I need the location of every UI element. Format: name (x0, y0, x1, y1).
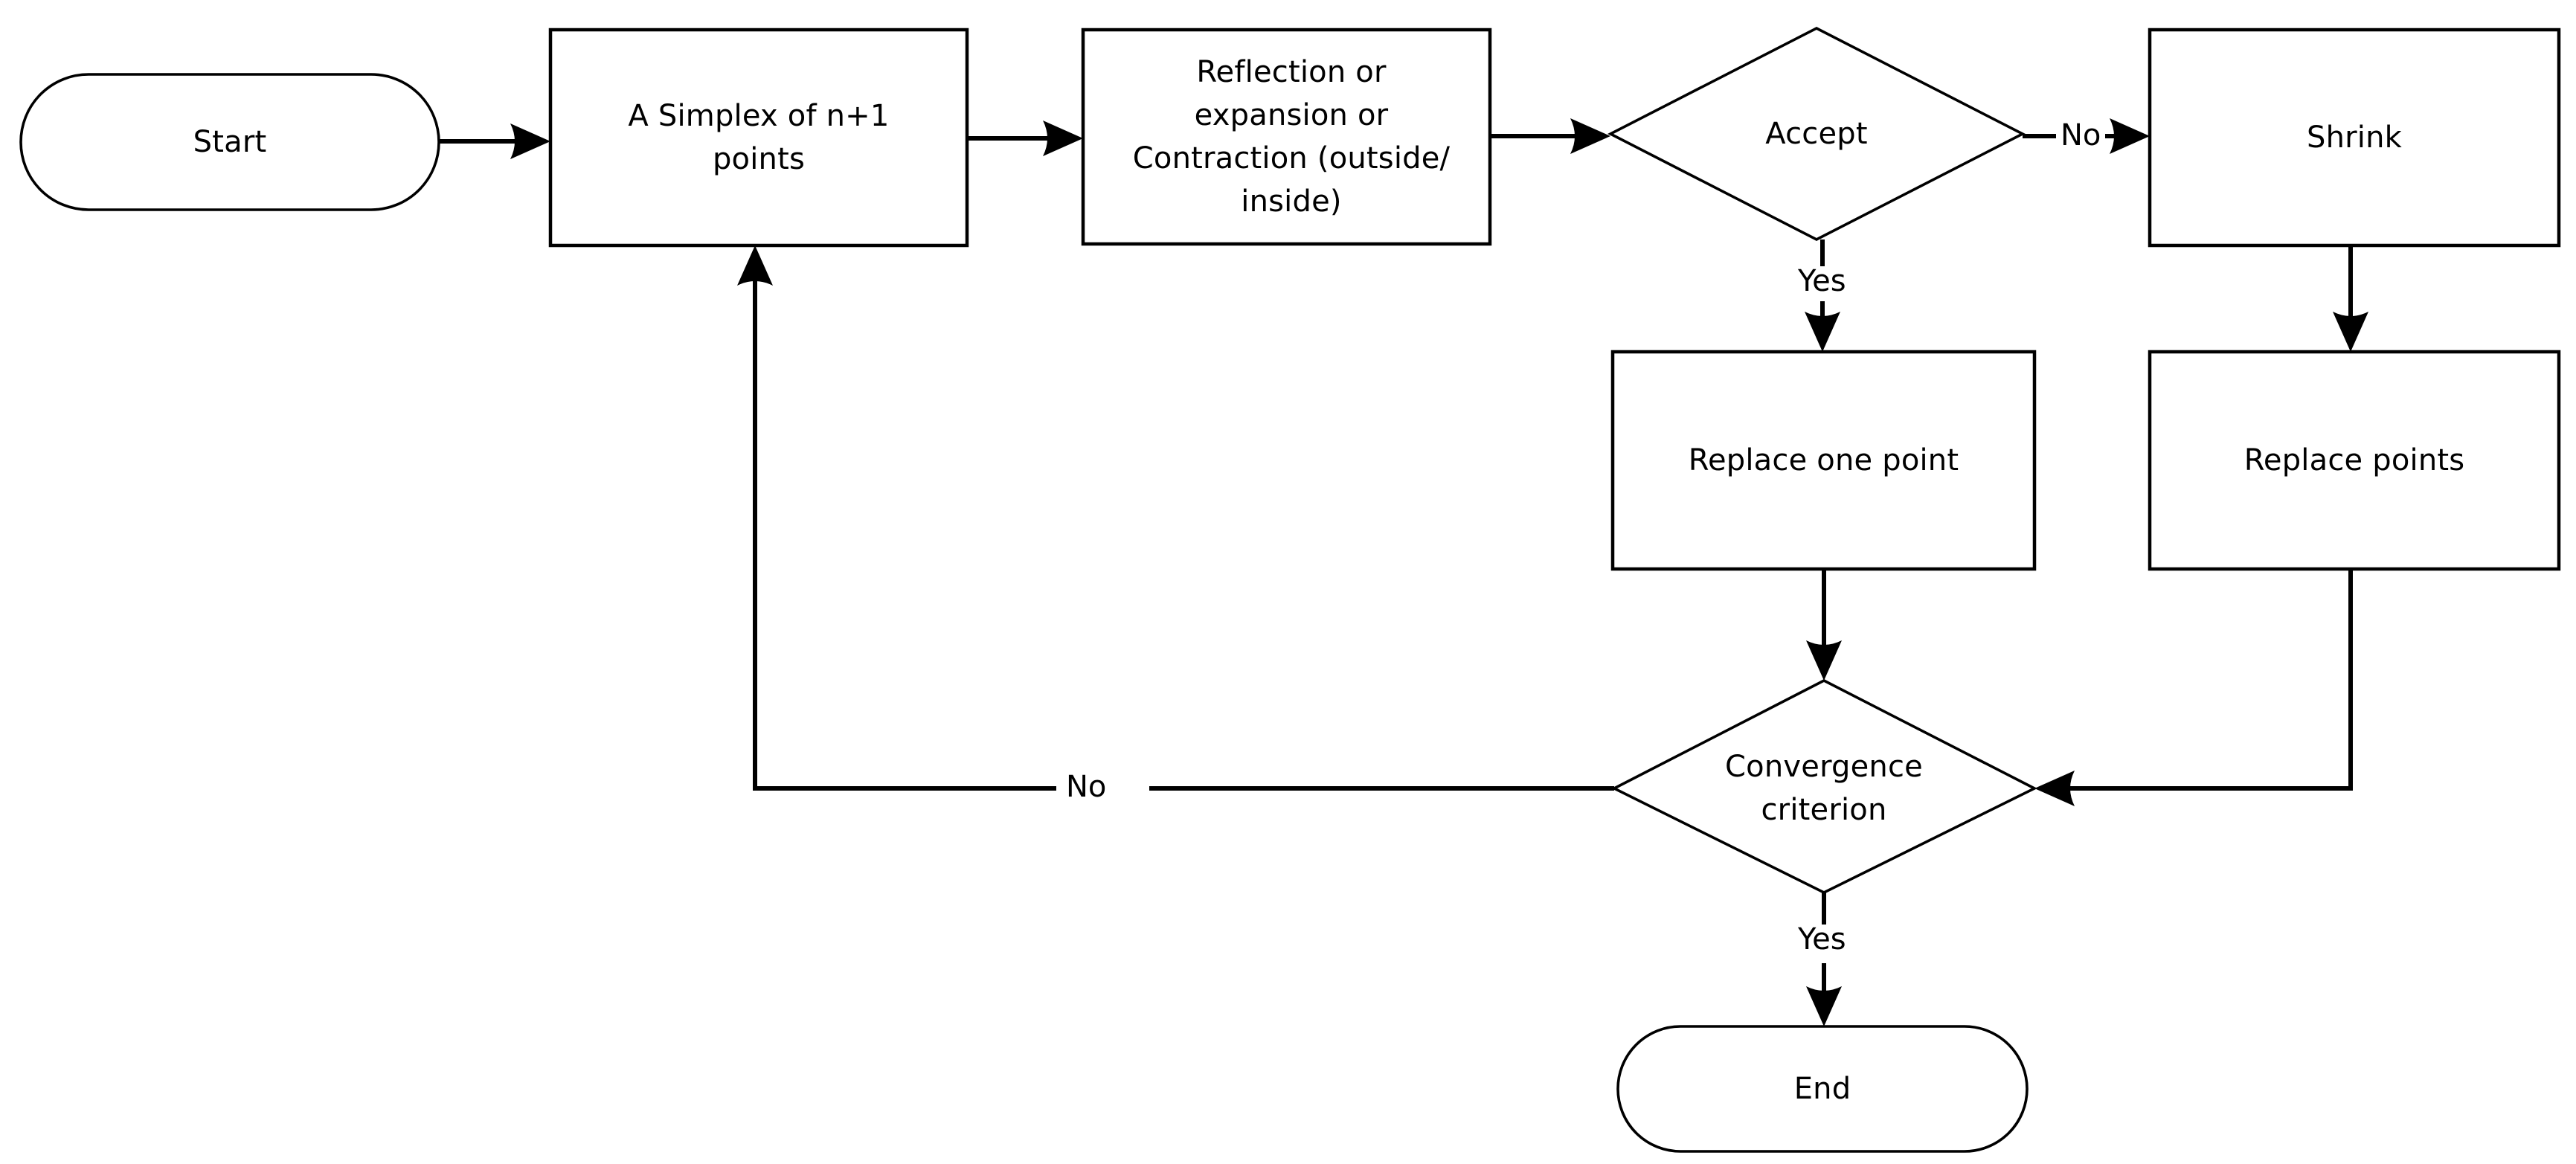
edge-simplex-to-reflection (967, 120, 1083, 156)
node-replace-one-point-shape[interactable] (1610, 350, 2037, 571)
edge-label-convergence-yes: Yes (1793, 925, 1851, 954)
node-convergence-shape[interactable] (1611, 678, 2038, 895)
node-shrink-shape[interactable] (2148, 28, 2561, 248)
edge-accept-to-replace-one-point (1805, 239, 1840, 352)
edge-replace-one-point-to-convergence (1806, 569, 1842, 681)
node-start-shape[interactable] (19, 73, 440, 211)
edge-label-accept-yes: Yes (1793, 266, 1851, 296)
edge-reflection-to-accept (1490, 118, 1610, 154)
node-reflection-shape[interactable] (1081, 28, 1492, 246)
edge-convergence-to-end (1806, 893, 1842, 1026)
node-accept-shape[interactable] (1607, 26, 2026, 242)
node-replace-points-shape[interactable] (2148, 350, 2561, 571)
edge-replace-points-to-convergence (2034, 569, 2353, 806)
edge-label-accept-no: No (2056, 120, 2106, 150)
edge-shrink-to-replace-points (2333, 245, 2368, 352)
edge-label-convergence-no: No (1061, 772, 1111, 802)
edge-start-to-simplex (439, 123, 550, 159)
node-simplex-shape[interactable] (548, 28, 969, 248)
edge-convergence-to-simplex (737, 245, 1614, 791)
node-end-shape[interactable] (1616, 1025, 2029, 1153)
